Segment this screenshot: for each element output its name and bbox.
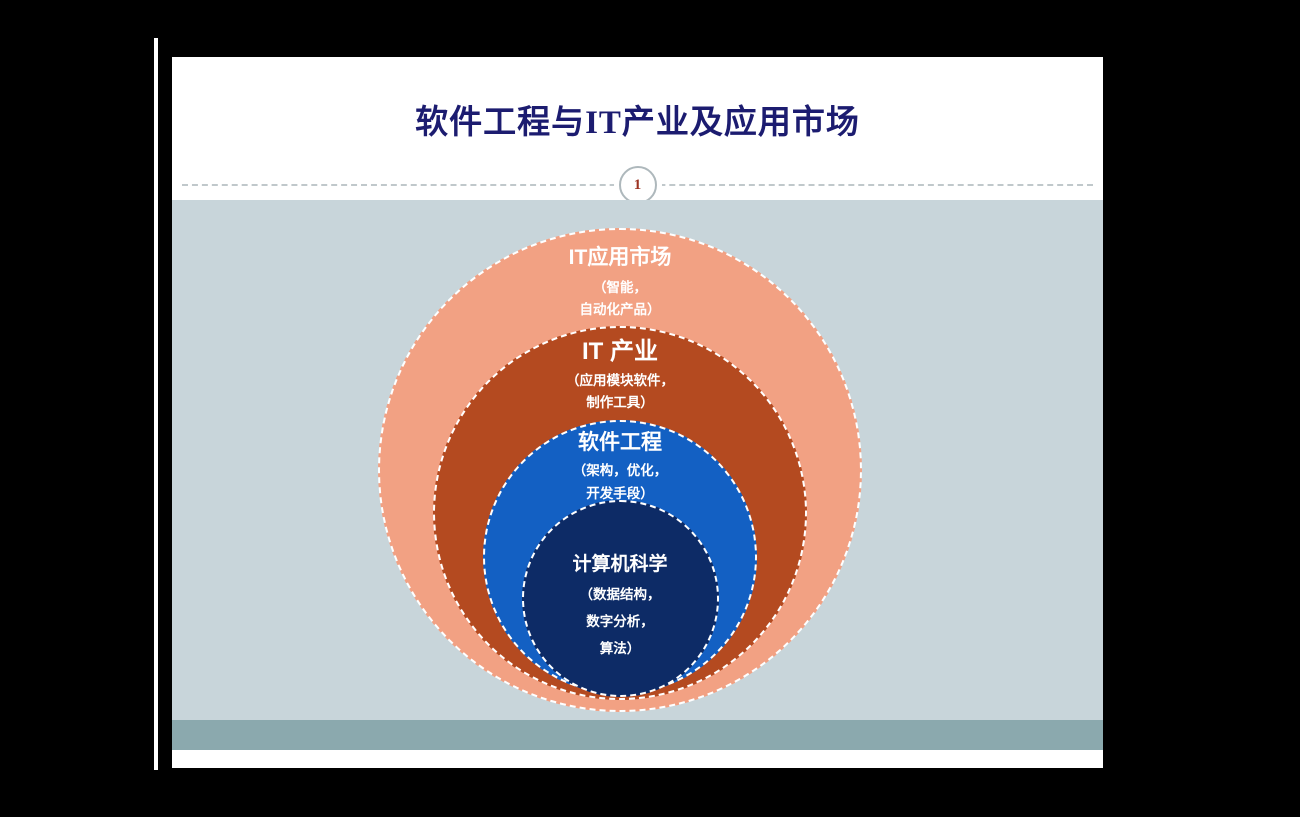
- slide-title: 软件工程与IT产业及应用市场: [415, 105, 860, 141]
- ring-label-it-industry: IT 产业: [582, 338, 658, 365]
- ring-sub-it-industry: （应用模块软件， 制作工具）: [460, 370, 780, 414]
- ring-sub-it-application-market: （智能， 自动化产品）: [460, 277, 780, 321]
- ring-sub-line: 算法）: [599, 641, 641, 656]
- ring-computer-science: [522, 500, 719, 697]
- ring-sub-line: 数字分析，: [586, 614, 654, 629]
- ring-label-software-engineering: 软件工程: [578, 431, 662, 454]
- ring-sub-software-engineering: （架构，优化， 开发手段）: [460, 459, 780, 505]
- slide-number-badge: 1: [618, 166, 657, 204]
- ring-sub-line: （架构，优化，: [572, 463, 668, 478]
- presentation-slide: 软件工程与IT产业及应用市场 1 IT应用市场 （智能， 自动化产品） IT 产…: [172, 57, 1103, 768]
- ring-label-computer-science: 计算机科学: [572, 554, 668, 575]
- ring-sub-line: （智能，: [593, 280, 647, 295]
- ring-sub-line: （应用模块软件，: [566, 373, 674, 388]
- ring-label-it-application-market: IT应用市场: [568, 246, 672, 269]
- left-edge-line: [154, 38, 158, 770]
- ring-sub-line: 开发手段）: [586, 486, 654, 501]
- bottom-accent-strip: [172, 720, 1103, 750]
- ring-sub-line: 自动化产品）: [579, 302, 661, 317]
- ring-sub-computer-science: （数据结构， 数字分析， 算法）: [460, 581, 780, 662]
- ring-sub-line: （数据结构，: [579, 587, 661, 602]
- ring-sub-line: 制作工具）: [586, 395, 654, 410]
